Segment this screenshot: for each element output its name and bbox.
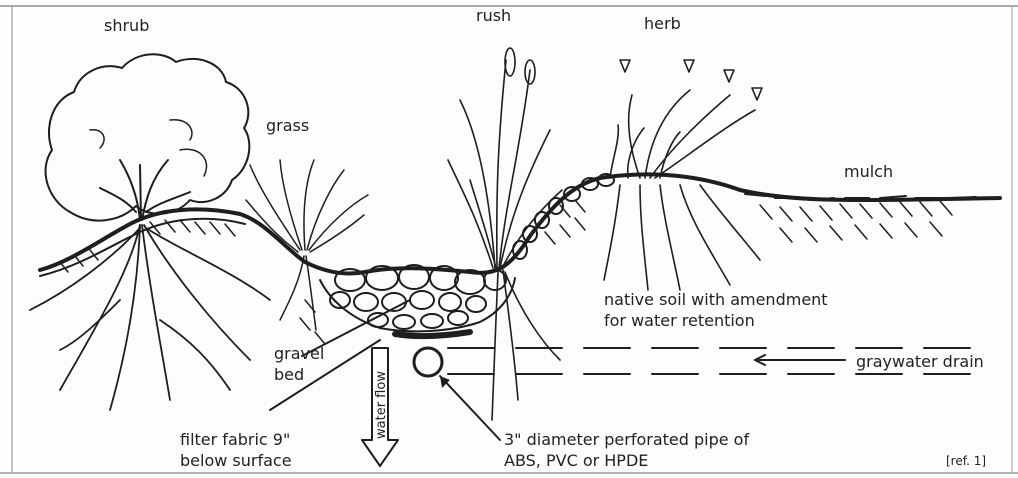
filter-fabric xyxy=(395,332,470,336)
drain-arrow xyxy=(755,355,845,365)
label-gravel-line1: gravel xyxy=(274,344,324,363)
label-pipe-line2: ABS, PVC or HPDE xyxy=(504,451,648,470)
slope-gravel xyxy=(513,174,614,259)
label-shrub: shrub xyxy=(104,16,149,35)
label-fabric-line1: filter fabric 9" xyxy=(180,430,290,449)
label-reference: [ref. 1] xyxy=(946,452,986,471)
grass-plant xyxy=(246,160,368,330)
rush-plant xyxy=(448,48,562,420)
shrub-canopy-detail xyxy=(90,120,207,176)
label-gravel-line2: bed xyxy=(274,365,304,384)
label-soil-line1: native soil with amendment xyxy=(604,290,828,309)
label-herb: herb xyxy=(644,14,681,33)
pipe-leader xyxy=(440,376,500,440)
water-flow-arrow: water flow xyxy=(362,348,398,466)
label-grass: grass xyxy=(266,116,309,135)
perforated-pipe xyxy=(414,348,442,376)
water-flow-text: water flow xyxy=(374,371,389,439)
label-fabric-line2: below surface xyxy=(180,451,292,470)
label-pipe-line1: 3" diameter perforated pipe of xyxy=(504,430,749,449)
label-soil-line2: for water retention xyxy=(604,311,755,330)
shrub-roots xyxy=(30,225,270,410)
label-rush: rush xyxy=(476,6,511,25)
label-graywater-drain: graywater drain xyxy=(856,352,984,371)
label-mulch: mulch xyxy=(844,162,893,181)
